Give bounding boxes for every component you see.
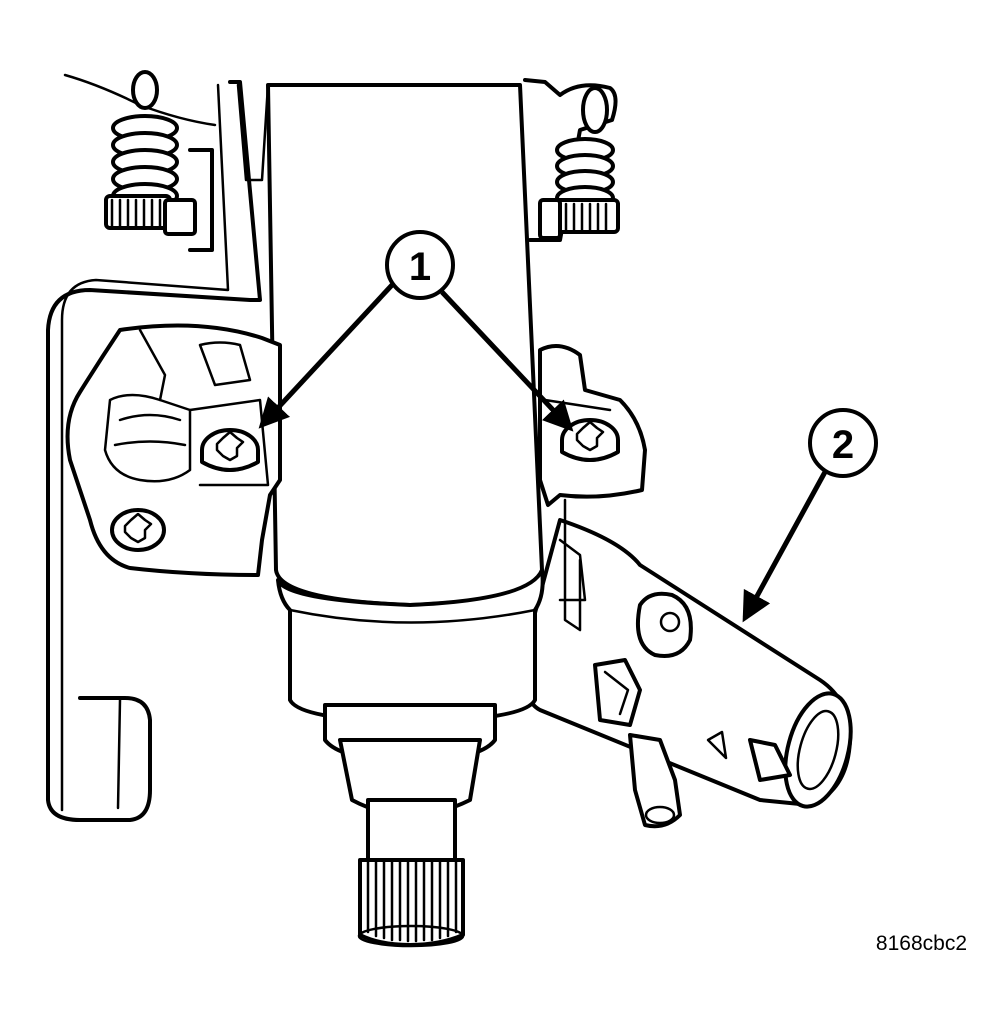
callout-2: 2 [742,408,878,623]
callout-1: 1 [258,230,574,432]
mounting-screw-left [200,428,260,472]
right-spring-assembly [523,78,620,242]
figure-id: 8168cbc2 [876,932,967,955]
column-lower-collar [276,568,545,948]
steering-column-tube [236,83,544,607]
bracket-screw-lower-left [110,508,166,552]
left-spring-assembly [63,70,217,252]
callout-1-arrow-left [258,283,394,429]
ignition-switch-housing [522,518,853,829]
shaft-splines [366,860,458,943]
callout-1-arrow-right [440,290,574,432]
callout-2-arrow [742,470,828,623]
callout-2-label: 2 [832,423,854,467]
callout-1-label: 1 [409,245,431,289]
left-support-bracket [46,80,262,822]
left-mount-bracket [65,323,282,577]
mounting-screw-right [560,418,620,462]
